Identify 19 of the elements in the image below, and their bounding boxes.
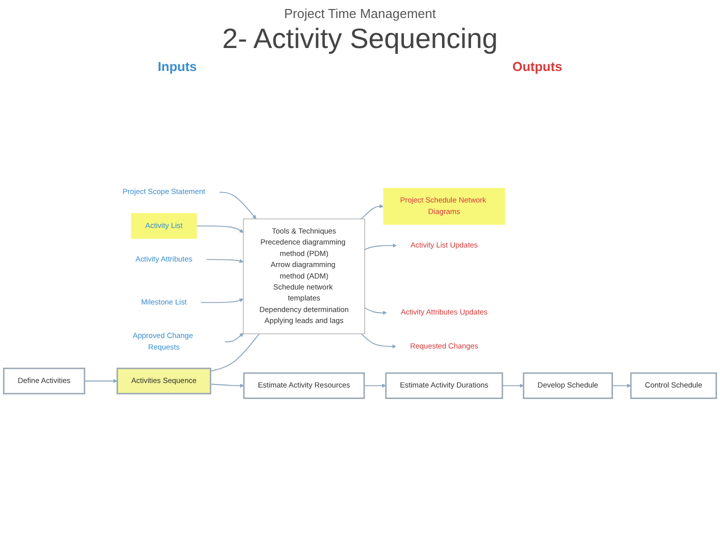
arrow	[206, 258, 244, 263]
connector	[210, 333, 260, 372]
arrow	[502, 384, 524, 388]
arrow	[210, 384, 244, 388]
arrow	[364, 308, 387, 315]
arrow	[84, 378, 118, 384]
arrow	[612, 384, 632, 388]
arrow	[200, 298, 244, 304]
arrow	[364, 384, 386, 388]
arrow	[224, 332, 244, 342]
subtitle: Project Time Management	[283, 6, 437, 21]
column-heading: Outputs	[512, 59, 562, 74]
arrow	[218, 192, 256, 220]
arrow	[196, 225, 244, 233]
column-heading: Inputs	[158, 59, 197, 74]
arrow	[361, 204, 384, 220]
arrow	[361, 333, 396, 348]
title: 2- Activity Sequencing	[221, 23, 499, 55]
arrow	[364, 244, 397, 250]
